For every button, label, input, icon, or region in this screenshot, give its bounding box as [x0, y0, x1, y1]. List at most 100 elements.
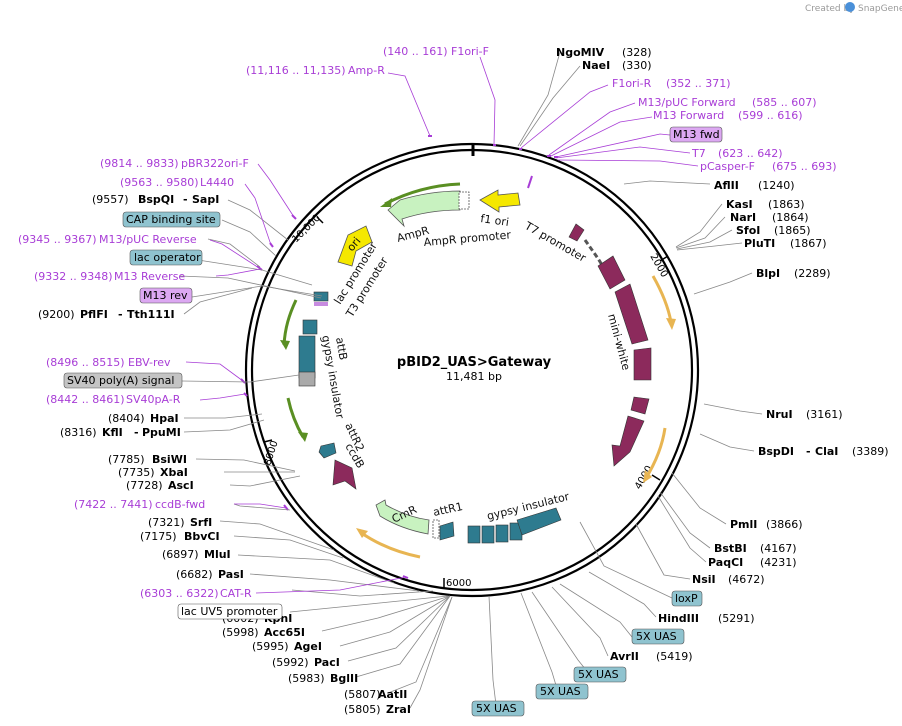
enzyme-bspqi[interactable]: BspQI	[138, 193, 174, 206]
svg-text:M13 fwd: M13 fwd	[673, 128, 720, 141]
svg-text:lac operator: lac operator	[134, 251, 201, 264]
enzyme-ppumi[interactable]: PpuMI	[142, 426, 181, 439]
ampr-feature[interactable]	[387, 190, 461, 228]
enzyme-kasi[interactable]: KasI	[726, 198, 753, 211]
gypsy-insulator-bottom-feature[interactable]	[516, 507, 562, 536]
sv40-feature[interactable]	[298, 371, 316, 387]
enzyme-bspdi[interactable]: BspDI	[758, 445, 794, 458]
box-lac-uv5-promoter[interactable]: lac UV5 promoter	[177, 603, 283, 620]
enzyme-kfli[interactable]: KflI	[102, 426, 123, 439]
attr1-feature[interactable]	[439, 521, 455, 541]
box-5x-uas-1[interactable]: 5X UAS	[631, 628, 685, 645]
enzyme-sapi[interactable]: SapI	[192, 193, 219, 206]
enzyme-sfoi[interactable]: SfoI	[736, 224, 760, 237]
enzyme-pasi[interactable]: PasI	[218, 568, 244, 581]
primer-f1ori-f[interactable]: F1ori-F	[451, 45, 489, 58]
enzyme-zrai-pos: (5805)	[344, 703, 381, 716]
orange-arrowhead-2	[643, 470, 652, 483]
mini-white-exon-6[interactable]	[611, 415, 645, 467]
enzyme-bstbi[interactable]: BstBI	[714, 542, 747, 555]
attb-feature[interactable]	[302, 319, 318, 335]
primer-amp-r[interactable]: Amp-R	[348, 64, 385, 77]
enzyme-asci[interactable]: AscI	[168, 479, 194, 492]
uas-block-2[interactable]	[481, 525, 495, 544]
enzyme-avrii[interactable]: AvrII	[610, 650, 639, 663]
ccdb-feature[interactable]	[332, 459, 357, 490]
enzyme-blpi[interactable]: BlpI	[756, 267, 780, 280]
enzyme-nari[interactable]: NarI	[730, 211, 756, 224]
ori-feature[interactable]	[337, 225, 373, 267]
enzyme-hpai[interactable]: HpaI	[150, 412, 179, 425]
enzyme-bsiwi[interactable]: BsiWI	[152, 453, 187, 466]
primer-t7-range: (623 .. 642)	[718, 147, 783, 160]
box-loxp[interactable]: loxP	[671, 590, 703, 607]
enzyme-agei[interactable]: AgeI	[294, 640, 322, 653]
enzyme-srfi[interactable]: SrfI	[190, 516, 212, 529]
enzyme-sapi-sep: -	[183, 193, 188, 206]
enzyme-xbai[interactable]: XbaI	[160, 466, 188, 479]
attr1-label: attR1	[432, 500, 464, 519]
primer-sv40pa-r[interactable]: SV40pA-R	[126, 393, 181, 406]
primer-ccdb-fwd[interactable]: ccdB-fwd	[155, 498, 205, 511]
mini-white-exon-1[interactable]	[568, 223, 585, 242]
enzyme-aflii[interactable]: AflII	[714, 179, 739, 192]
box-sv40-polya-signal[interactable]: SV40 poly(A) signal	[63, 372, 183, 389]
enzyme-bglii[interactable]: BglII	[330, 672, 358, 685]
enzyme-nrui[interactable]: NruI	[766, 408, 793, 421]
enzyme-nsii[interactable]: NsiI	[692, 573, 716, 586]
primer-pcasper-f[interactable]: pCasper-F	[700, 160, 755, 173]
mini-white-exon-5[interactable]	[630, 396, 650, 415]
primer-m13-reverse[interactable]: M13 Reverse	[114, 270, 185, 283]
cmr-feature[interactable]	[375, 499, 430, 535]
box-cap-binding-site[interactable]: CAP binding site	[122, 211, 221, 228]
uas-block-3[interactable]	[495, 524, 509, 543]
primer-m13-puc-reverse[interactable]: M13/pUC Reverse	[99, 233, 197, 246]
uas-block-1[interactable]	[467, 525, 481, 544]
box-5x-uas-3[interactable]: 5X UAS	[535, 683, 589, 700]
lac-operator-feature[interactable]	[313, 291, 329, 302]
enzyme-xbai-pos: (7735)	[118, 466, 155, 479]
m13-rev-feature[interactable]	[314, 302, 328, 306]
ampr-promoter-feature[interactable]	[458, 191, 470, 210]
primer-m13-puc-forward[interactable]: M13/pUC Forward	[638, 96, 736, 109]
primer-cat-r[interactable]: CAT-R	[220, 587, 252, 600]
enzyme-zrai[interactable]: ZraI	[386, 703, 411, 716]
primer-ebv-rev[interactable]: EBV-rev	[128, 356, 171, 369]
enzyme-pmli[interactable]: PmlI	[730, 518, 757, 531]
enzyme-paqci[interactable]: PaqCI	[708, 556, 743, 569]
enzyme-mlui[interactable]: MluI	[204, 548, 231, 561]
mini-white-exon-2[interactable]	[597, 255, 626, 290]
primer-f1ori-r[interactable]: F1ori-R	[612, 77, 652, 90]
enzyme-naei[interactable]: NaeI	[582, 59, 610, 72]
enzyme-acc65i[interactable]: Acc65I	[264, 626, 305, 639]
mini-white-exon-3[interactable]	[614, 283, 649, 345]
plasmid-size: 11,481 bp	[446, 370, 502, 383]
primer-l4440[interactable]: L4440	[200, 176, 234, 189]
box-m13-fwd[interactable]: M13 fwd	[669, 126, 723, 143]
enzyme-pflfi[interactable]: PflFI	[80, 308, 108, 321]
enzyme-mlui-pos: (6897)	[162, 548, 199, 561]
primer-pbr322ori-f[interactable]: pBR322ori-F	[181, 157, 249, 170]
f1-ori-feature[interactable]	[479, 189, 521, 213]
box-lac-operator[interactable]: lac operator	[129, 249, 203, 266]
enzyme-bbvci[interactable]: BbvCI	[184, 530, 220, 543]
enzyme-tth111i[interactable]: Tth111I	[127, 308, 175, 321]
box-m13-rev[interactable]: M13 rev	[139, 287, 193, 304]
enzyme-hindiii[interactable]: HindIII	[658, 612, 699, 625]
enzyme-paci[interactable]: PacI	[314, 656, 340, 669]
primer-m13-forward[interactable]: M13 Forward	[653, 109, 724, 122]
attr2-feature[interactable]	[318, 442, 337, 459]
enzyme-pasi-pos: (6682)	[176, 568, 213, 581]
box-5x-uas-2[interactable]: 5X UAS	[573, 666, 627, 683]
primer-t7[interactable]: T7	[691, 147, 706, 160]
box-5x-uas-4[interactable]: 5X UAS	[471, 700, 525, 717]
enzyme-pluti[interactable]: PluTI	[744, 237, 775, 250]
primer-f1ori-f-range: (140 .. 161)	[383, 45, 448, 58]
mini-white-exon-4[interactable]	[633, 347, 652, 381]
enzyme-ngomiv[interactable]: NgoMIV	[556, 46, 605, 59]
orange-line-3	[359, 530, 421, 559]
enzyme-clai[interactable]: ClaI	[815, 445, 838, 458]
primer-ebv-rev-range: (8496 .. 8515)	[46, 356, 125, 369]
lac-uv5-feature[interactable]	[432, 519, 440, 539]
enzyme-aatii[interactable]: AatII	[378, 688, 407, 701]
